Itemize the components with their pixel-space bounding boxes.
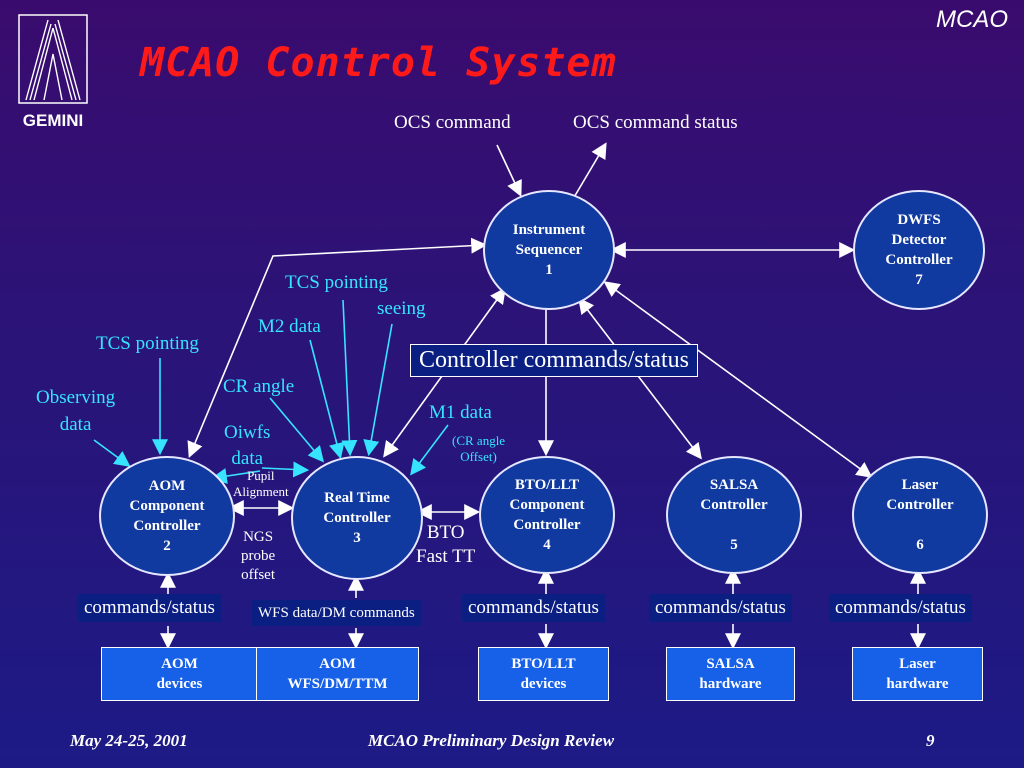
observing-data-flow [93, 439, 131, 467]
m1-data-flow [410, 424, 449, 476]
oiwfs-data-flow [261, 461, 310, 478]
instrument-sequencer-node: Instrument Sequencer 1 [483, 190, 615, 310]
m2-data-label: M2 data [258, 316, 321, 337]
laser-hardware-box: Laser hardware [852, 647, 983, 701]
ocs-command-status-label: OCS command status [573, 112, 738, 133]
svg-text:GEMINI: GEMINI [23, 111, 83, 130]
page-number: 9 [926, 731, 935, 750]
gemini-logo: GEMINI [18, 14, 88, 130]
bto-fast-tt-label: BTO Fast TT [416, 522, 476, 567]
tcs-pointing-label-2: TCS pointing [96, 333, 199, 354]
page-title: MCAO Control System [140, 40, 617, 86]
aom-wfs-box: AOM WFS/DM/TTM [256, 647, 419, 701]
bto-controller-node: BTO/LLT Component Controller 4 [479, 456, 615, 574]
controller-commands-status-label: Controller commands/status [410, 344, 698, 377]
bto-devices-box: BTO/LLT devices [478, 647, 609, 701]
ocs-command-arrow [496, 144, 522, 197]
cr-angle-label: CR angle [223, 376, 295, 397]
m1-data-label: M1 data [429, 402, 492, 423]
observing-data-label: Observing data [36, 387, 116, 435]
is-salsa-link [578, 297, 702, 460]
bto-status-label: commands/status [462, 594, 605, 622]
tcs-pointing-flow-1 [341, 299, 358, 457]
aom-status-label: commands/status [78, 594, 221, 622]
tcs-pointing-label-1: TCS pointing [285, 272, 388, 293]
rtc-node: Real Time Controller 3 [291, 456, 423, 580]
cr-angle-offset-label: (CR angle Offset) [452, 433, 506, 464]
aom-controller-node: AOM Component Controller 2 [99, 456, 235, 576]
seeing-label: seeing [377, 298, 426, 319]
rtc-status-label: WFS data/DM commands [252, 600, 421, 626]
ocs-command-label: OCS command [394, 112, 511, 133]
seeing-flow [363, 323, 393, 457]
footer-date: May 24-25, 2001 [70, 731, 188, 750]
aom-devices-box: AOM devices [101, 647, 258, 701]
laser-controller-node: Laser Controller 6 [852, 456, 988, 574]
footer-event: MCAO Preliminary Design Review [368, 731, 615, 750]
cr-angle-flow [269, 397, 325, 463]
salsa-controller-node: SALSA Controller 5 [666, 456, 802, 574]
pupil-alignment-flow [210, 468, 261, 484]
salsa-hardware-box: SALSA hardware [666, 647, 795, 701]
oiwfs-data-label: Oiwfs data [224, 422, 271, 469]
salsa-status-label: commands/status [649, 594, 792, 622]
m2-data-flow [309, 339, 345, 460]
pupil-alignment-label: Pupil Alignment [233, 468, 289, 499]
dwfs-controller-node: DWFS Detector Controller 7 [853, 190, 985, 310]
is-aom-link [187, 237, 488, 458]
brand-label: MCAO [936, 6, 1008, 33]
is-laser-link [603, 281, 873, 478]
laser-status-label: commands/status [829, 594, 972, 622]
ngs-probe-offset-label: NGS probe offset [241, 529, 276, 583]
ocs-status-arrow [572, 142, 607, 200]
